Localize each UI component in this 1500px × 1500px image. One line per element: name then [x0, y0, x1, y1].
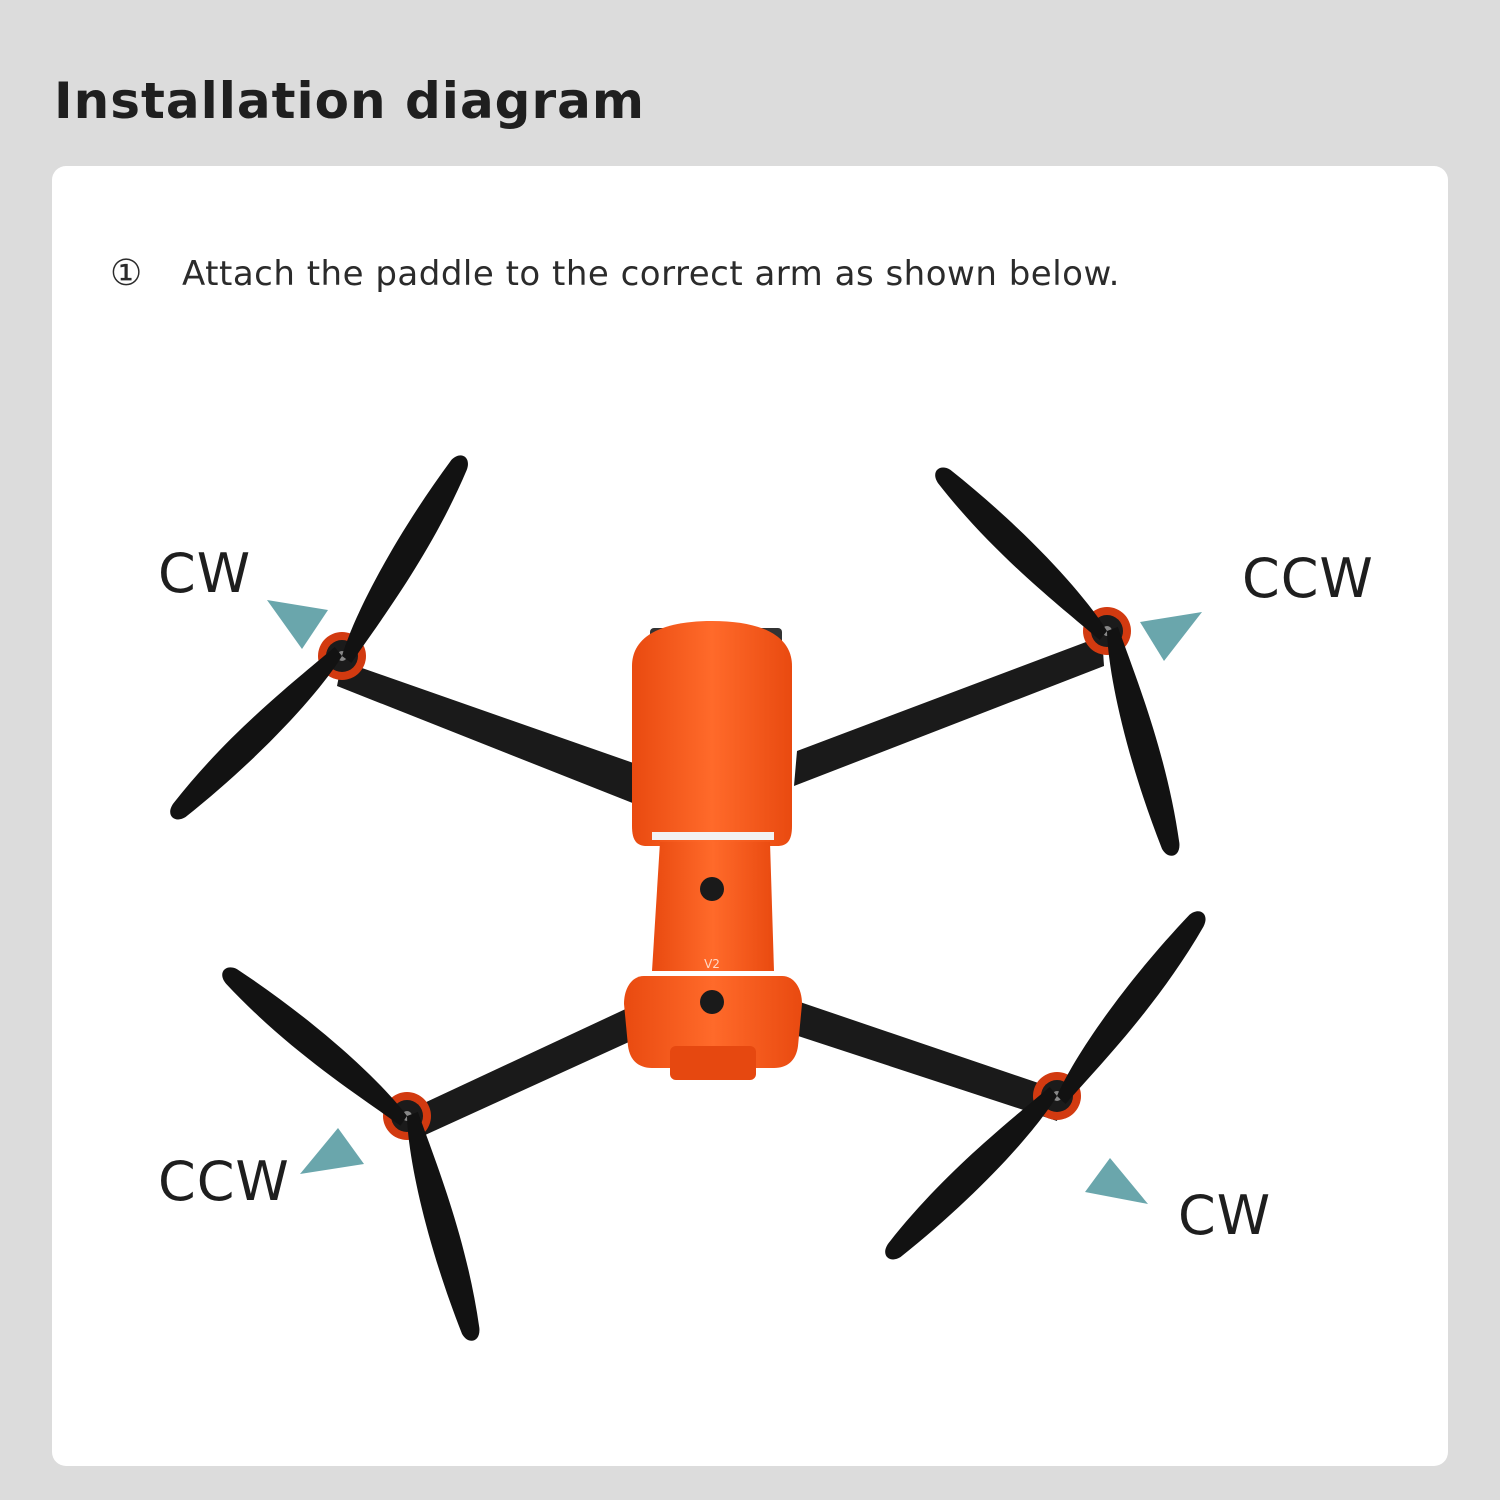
label-front-left: CW	[158, 542, 252, 605]
arrow-front-left	[267, 600, 328, 649]
label-front-right: CCW	[1242, 547, 1374, 610]
step-instruction: ① Attach the paddle to the correct arm a…	[110, 252, 1120, 296]
label-rear-right: CW	[1178, 1184, 1272, 1247]
propeller-rear-left	[219, 925, 516, 1342]
arrow-rear-left	[300, 1128, 364, 1174]
step-text: Attach the paddle to the correct arm as …	[182, 254, 1120, 294]
page-title: Installation diagram	[54, 72, 645, 130]
arrow-front-right	[1140, 612, 1202, 661]
propeller-rear-right	[882, 890, 1208, 1294]
arrow-rear-right	[1085, 1158, 1148, 1204]
drone-illustration: V2	[167, 433, 1216, 1342]
drone-body: V2	[624, 621, 802, 1080]
propeller-front-left	[167, 446, 469, 854]
drone-arms	[337, 636, 1104, 1141]
diagram-card: ① Attach the paddle to the correct arm a…	[52, 166, 1448, 1466]
step-number: ①	[110, 253, 143, 294]
model-badge: V2	[704, 957, 720, 971]
label-rear-left: CCW	[158, 1150, 290, 1213]
